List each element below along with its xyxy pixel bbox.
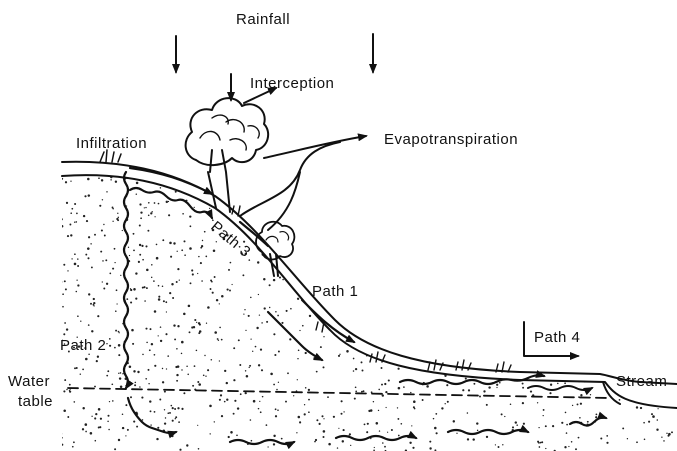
groundwater-arrow-2 [336, 436, 416, 440]
path1-label: Path 1 [312, 283, 358, 300]
path2-arrow-groundwater-bend [128, 398, 176, 433]
groundwater-arrow-3 [448, 430, 528, 434]
groundwater-arrow-1 [230, 440, 294, 444]
path4-label: Path 4 [534, 329, 580, 346]
path3-arrow-stream [528, 386, 592, 390]
soil-stipple [59, 159, 677, 451]
stream-label: Stream [616, 373, 667, 390]
ground-surface-line [62, 162, 677, 384]
path2-label: Path 2 [60, 337, 106, 354]
path1-arrow [302, 300, 354, 342]
water-table-dashed-line [68, 388, 610, 398]
path3-arrow-upper [130, 188, 212, 218]
large-tree-icon [186, 98, 269, 212]
path2-arrow [124, 172, 128, 388]
water-table-label-line2: table [18, 393, 53, 410]
grass-tufts [232, 206, 511, 372]
rainfall-label: Rainfall [236, 11, 290, 28]
evapotranspiration-arrow [264, 136, 366, 158]
infiltration-label: Infiltration [76, 135, 147, 152]
water-table-label-line1: Water [8, 373, 50, 390]
evapotranspiration-label: Evapotranspiration [384, 131, 518, 148]
path3-arrow-lower [268, 312, 322, 360]
interception-label: Interception [250, 75, 334, 92]
